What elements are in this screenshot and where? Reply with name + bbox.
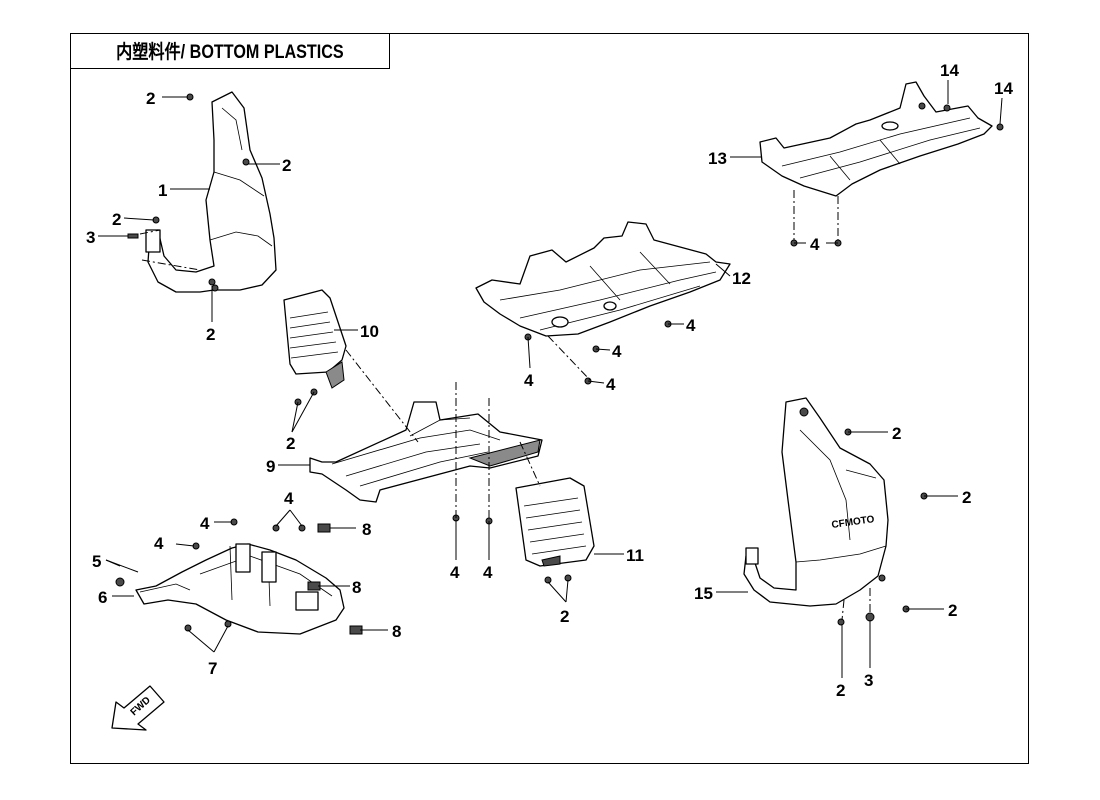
callout-4: 4 <box>810 235 820 254</box>
callout-4: 4 <box>284 489 294 508</box>
callout-2: 2 <box>892 424 901 443</box>
callout-4: 4 <box>524 371 534 390</box>
callout-2: 2 <box>836 681 845 700</box>
diagram-frame <box>70 33 1029 764</box>
callout-8: 8 <box>362 520 371 539</box>
callout-10: 10 <box>360 322 379 341</box>
part-1-left-side-guard <box>145 91 277 293</box>
callout-12: 12 <box>732 269 751 288</box>
callout-2: 2 <box>962 488 971 507</box>
part-12-middle-skid-plate <box>475 221 731 337</box>
forward-direction-arrow: FWD <box>111 685 165 731</box>
callout-2: 2 <box>286 434 295 453</box>
callout-4: 4 <box>200 514 210 533</box>
callout-6: 6 <box>98 588 107 607</box>
callout-2: 2 <box>560 607 569 626</box>
part-10-left-vent <box>283 289 347 389</box>
part-13-rear-skid-plate <box>759 81 993 197</box>
part-11-right-vent <box>515 477 595 567</box>
callout-4: 4 <box>612 342 622 361</box>
callout-15: 15 <box>694 584 713 603</box>
callout-4: 4 <box>686 316 696 335</box>
callout-2: 2 <box>146 89 155 108</box>
callout-labels: 2 2 1 2 3 2 10 2 9 4 4 4 4 12 13 14 14 4… <box>86 61 1013 700</box>
callout-2: 2 <box>282 156 291 175</box>
title-box: 内塑料件/ BOTTOM PLASTICS <box>70 33 390 69</box>
part-9-center-floor-pan <box>309 401 543 503</box>
callout-7: 7 <box>208 659 217 678</box>
callout-13: 13 <box>708 149 727 168</box>
callout-11: 11 <box>626 546 644 565</box>
assembly-lines <box>139 190 871 621</box>
callout-9: 9 <box>266 457 275 476</box>
leader-lines <box>98 80 1003 678</box>
callout-4: 4 <box>483 563 493 582</box>
callout-4: 4 <box>154 534 164 553</box>
callout-2: 2 <box>948 601 957 620</box>
callout-2: 2 <box>206 325 215 344</box>
callout-5: 5 <box>92 552 101 571</box>
callout-14: 14 <box>940 61 959 80</box>
page-title: 内塑料件/ BOTTOM PLASTICS <box>115 42 344 63</box>
part-6-bottom-bracket <box>135 543 345 635</box>
callout-1: 1 <box>158 181 167 200</box>
callout-3: 3 <box>864 671 873 690</box>
callout-8: 8 <box>392 622 401 641</box>
callout-3: 3 <box>86 228 95 247</box>
callout-4: 4 <box>606 375 616 394</box>
callout-2: 2 <box>112 210 121 229</box>
callout-14: 14 <box>994 79 1013 98</box>
callout-8: 8 <box>352 578 361 597</box>
callout-4: 4 <box>450 563 460 582</box>
part-15-right-side-guard: CFMOTO <box>743 397 889 607</box>
